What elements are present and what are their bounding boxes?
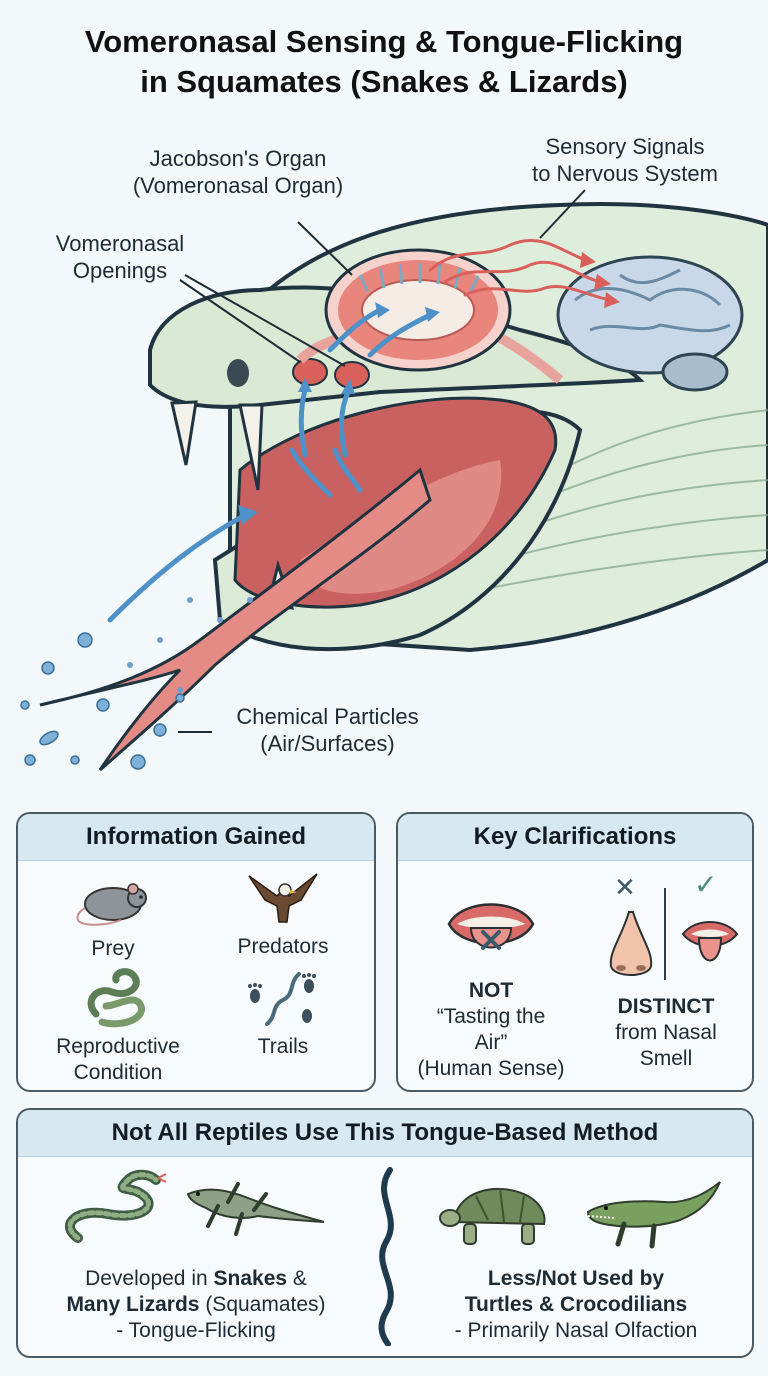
turtle-icon: [439, 1187, 546, 1245]
info-item-trails: Trails: [233, 966, 333, 1060]
predators-label: Predators: [237, 935, 329, 958]
not-bold-label: NOT: [468, 979, 514, 1002]
distinct-bold-label: DISTINCT: [617, 995, 715, 1018]
page-title: Vomeronasal Sensing & Tongue-Flicking in…: [0, 22, 768, 102]
title-line-2: in Squamates (Snakes & Lizards): [140, 64, 628, 99]
nose-tongue-icon: [609, 911, 739, 976]
forked-tongue: [39, 467, 432, 772]
not-line-3: (Human Sense): [417, 1057, 565, 1080]
not-line-2: Air”: [474, 1031, 508, 1054]
key-clarifications-panel: Key Clarifications NOT “Tasting the Air”…: [396, 812, 754, 1092]
nose-cross-mark: ✕: [614, 872, 636, 902]
signal-arrowheads: [580, 252, 620, 308]
eagle-icon: [248, 873, 318, 923]
nose-icon: [609, 911, 653, 976]
footprints-icon: [248, 972, 316, 1026]
crocodile-icon: [586, 1181, 721, 1249]
trails-label: Trails: [257, 1035, 309, 1058]
vomeronasal-openings-label: Vomeronasal Openings: [55, 231, 185, 283]
jacobsons-organ: [324, 248, 512, 372]
particle-flow-arrows: [107, 307, 433, 623]
lizard-icon: [186, 1182, 325, 1236]
chemical-particles-label: Chemical Particles (Air/Surfaces): [236, 704, 419, 756]
mouse-icon: [76, 883, 147, 926]
prey-label: Prey: [91, 937, 135, 960]
distinct-line-2: Smell: [639, 1047, 693, 1070]
title-line-1: Vomeronasal Sensing & Tongue-Flicking: [84, 24, 684, 59]
turtles-crocodilians-text: Less/Not Used by Turtles & Crocodilians …: [454, 1267, 698, 1342]
clarification-divider: [664, 888, 666, 980]
reptile-comparison-heading: Not All Reptiles Use This Tongue-Based M…: [18, 1110, 752, 1157]
info-item-prey: Prey: [58, 874, 168, 962]
information-gained-heading: Information Gained: [18, 814, 374, 861]
distinct-nasal-item: ✕ ✓ DISTINCT from Nasal Smell: [586, 869, 746, 1072]
snake-eye: [227, 359, 249, 387]
tongue-particles: [127, 597, 253, 693]
belly-scales: [479, 409, 768, 591]
not-line-1: “Tasting the: [436, 1005, 546, 1028]
particle-arrowheads: [238, 302, 440, 525]
vomeronasal-opening-right: [334, 361, 370, 389]
key-clarifications-heading: Key Clarifications: [398, 814, 752, 861]
wavy-divider: [378, 1167, 394, 1346]
rear-fang: [238, 403, 264, 491]
front-fang: [170, 400, 198, 466]
coiled-snakes-icon: [87, 968, 145, 1028]
sensory-signals-label: Sensory Signals to Nervous System: [532, 134, 718, 186]
tongue-check-mark: ✓: [694, 869, 718, 900]
reproductive-label-line-2: Condition: [73, 1061, 163, 1084]
snake-icon: [65, 1169, 167, 1243]
reptile-comparison-panel: Not All Reptiles Use This Tongue-Based M…: [16, 1108, 754, 1358]
squamates-text: Developed in Snakes & Many Lizards (Squa…: [66, 1267, 326, 1342]
reproductive-label-line-1: Reproductive: [56, 1035, 180, 1058]
vomeronasal-opening-left: [292, 358, 328, 386]
jacobsons-organ-label: Jacobson's Organ (Vomeronasal Organ): [132, 146, 344, 198]
mouth-tongue-cross-icon: [447, 903, 535, 950]
information-gained-panel: Information Gained Prey Predators Reprod…: [16, 812, 376, 1092]
info-item-reproductive: Reproductive Condition: [38, 966, 198, 1086]
distinct-line-1: from Nasal: [615, 1021, 717, 1044]
leader-lines: [178, 189, 586, 733]
chemical-particles: [20, 632, 185, 770]
not-tasting-air-item: NOT “Tasting the Air” (Human Sense): [406, 884, 576, 1082]
info-item-predators: Predators: [218, 866, 348, 960]
snake-head-diagram: [20, 189, 768, 772]
sensory-signal-arrows: [428, 239, 612, 302]
